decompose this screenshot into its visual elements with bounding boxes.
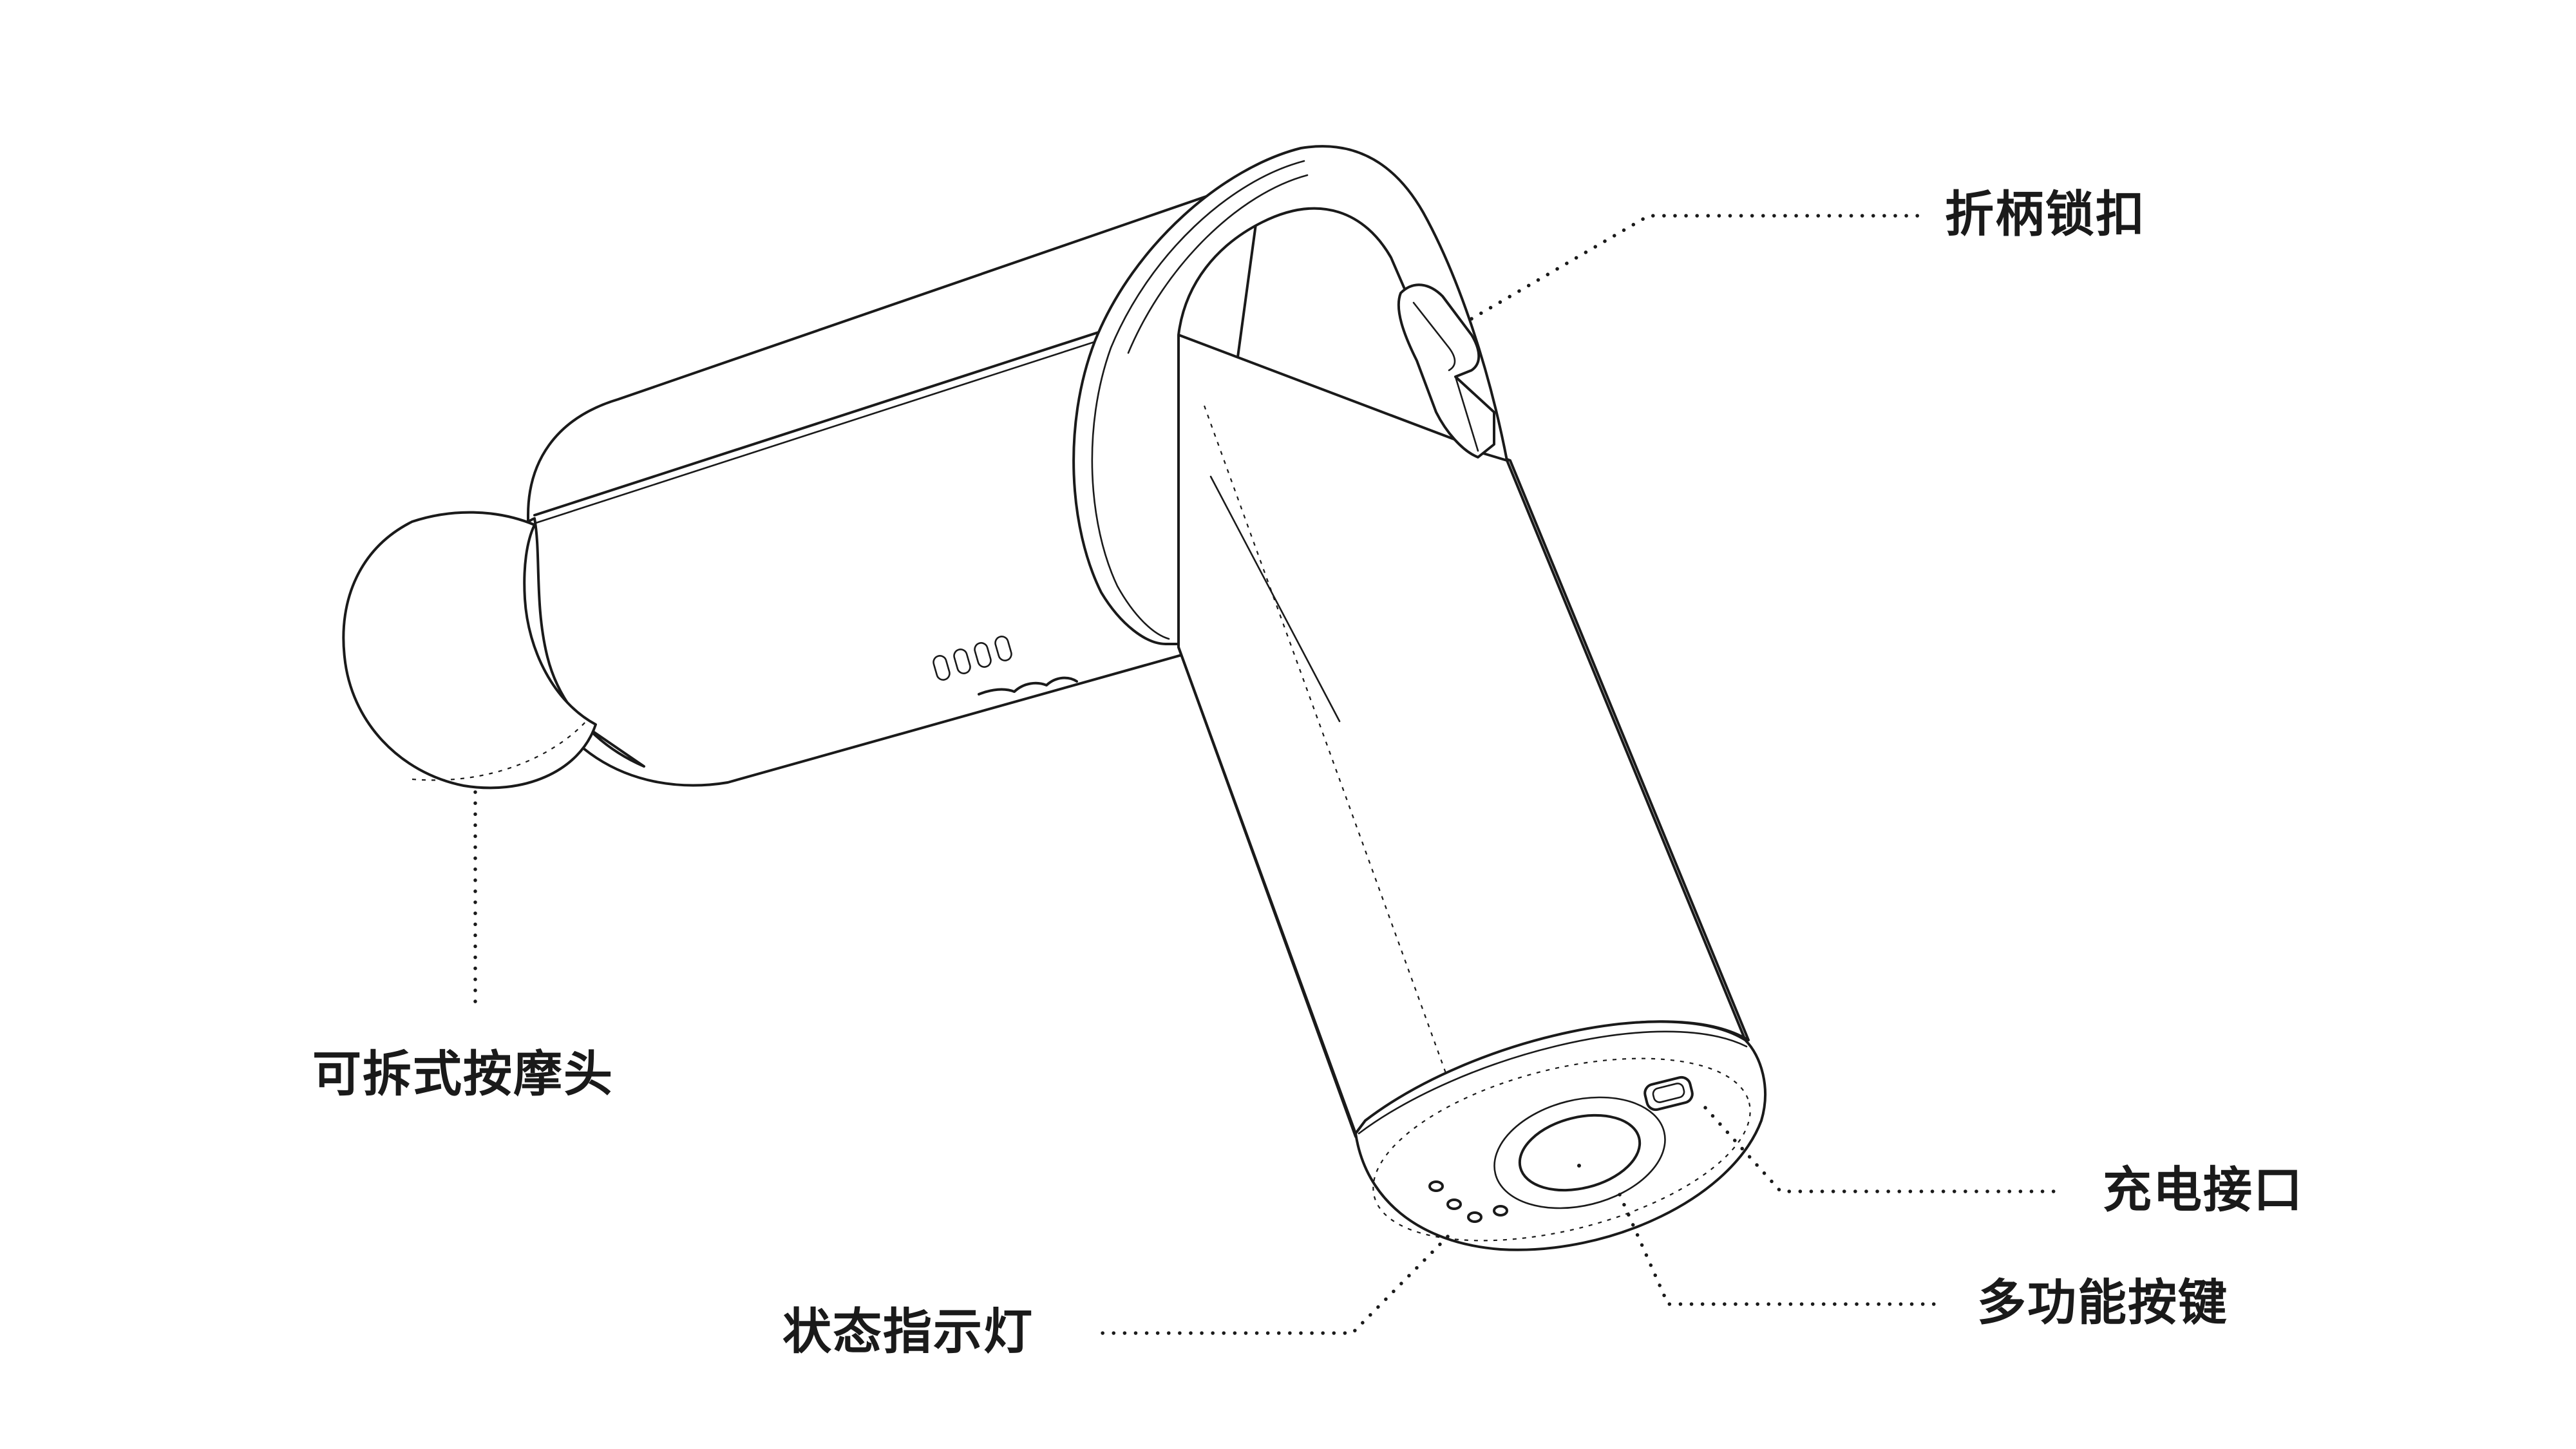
label-multi-function-button: 多功能按键 [1977, 1274, 2228, 1331]
status-indicator-lights [1428, 1180, 1508, 1223]
hinge-ring [1072, 145, 1508, 645]
lock-latch [1397, 283, 1495, 459]
leader-button [1618, 1193, 1940, 1306]
leader-lock [1470, 214, 1924, 321]
label-lock-latch: 折柄锁扣 [1945, 185, 2146, 243]
leader-indicator [1093, 1235, 1450, 1335]
label-detachable-head: 可拆式按摩头 [312, 1045, 614, 1103]
handle-body [1177, 334, 1750, 1138]
label-status-indicator: 状态指示灯 [782, 1303, 1034, 1360]
vent-slots [933, 636, 1078, 696]
label-charging-port: 充电接口 [2103, 1161, 2304, 1218]
charging-port [1643, 1075, 1694, 1112]
massage-head [342, 511, 597, 790]
leader-lines [473, 214, 2066, 1335]
multi-function-button [1493, 1096, 1666, 1209]
